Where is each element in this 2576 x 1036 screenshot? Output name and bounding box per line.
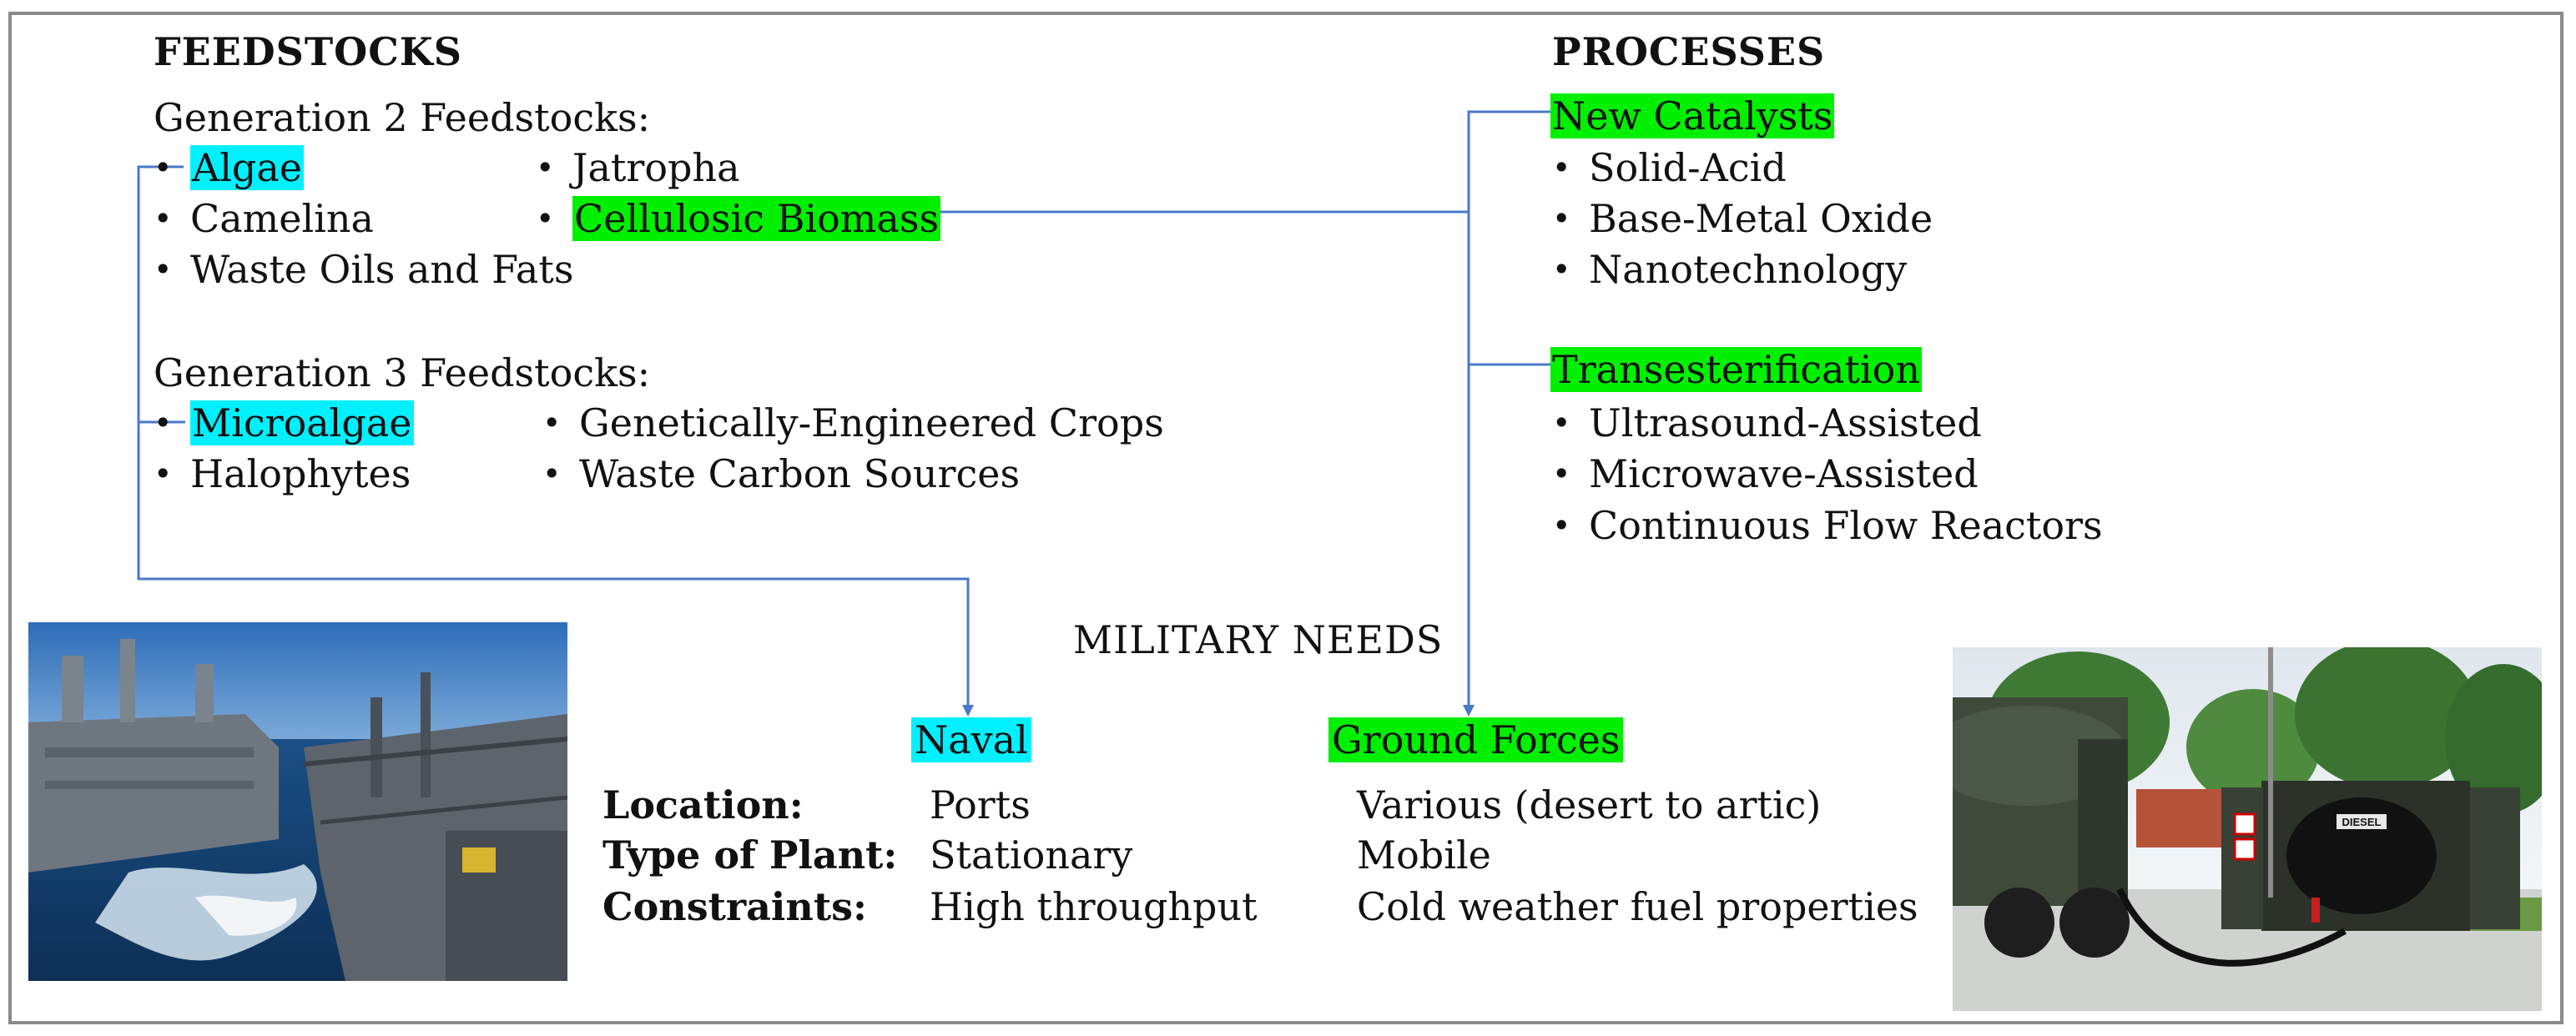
gen2-label: Generation 2 Feedstocks: [154, 95, 651, 140]
row-label-constraints: Constraints: [602, 884, 867, 929]
ground-forces-box: Ground Forces [1328, 716, 1624, 764]
ground-plant: Mobile [1357, 832, 1491, 878]
ground-constraints: Cold weather fuel properties [1357, 884, 1918, 929]
process-item: Nanotechnology [1552, 245, 1907, 294]
process-item: Continuous Flow Reactors [1552, 501, 2103, 550]
algae-label: Algae [190, 145, 305, 190]
transesterification-label: Transesterification [1550, 347, 1922, 392]
row-label-location: Location: [602, 782, 804, 827]
gen2-item: Jatropha [536, 143, 739, 192]
diesel-sign: DIESEL [2342, 816, 2382, 828]
connector-processes-ground [1463, 110, 1550, 717]
naval-box: Naval [911, 716, 1031, 764]
microalgae-label: Microalgae [190, 400, 414, 445]
process-item: Solid-Acid [1552, 143, 1787, 192]
gen3-item: Microalgae [154, 399, 414, 447]
process-item: Base-Metal Oxide [1552, 194, 1933, 243]
military-needs-heading: MILITARY NEEDS [1073, 617, 1444, 662]
row-label-plant: Type of Plant: [602, 832, 898, 878]
process-group: New Catalysts [1550, 92, 1835, 140]
gen2-item: Algae [154, 143, 305, 192]
naval-location: Ports [930, 782, 1031, 827]
gen3-item: Genetically-Engineered Crops [542, 399, 1164, 447]
ground-forces-label: Ground Forces [1328, 717, 1624, 762]
naval-ship-photo [28, 622, 567, 981]
naval-plant: Stationary [930, 832, 1133, 878]
naval-constraints: High throughput [930, 884, 1258, 929]
process-item: Ultrasound-Assisted [1552, 399, 1982, 447]
gen3-item: Waste Carbon Sources [542, 450, 1020, 498]
feedstocks-heading: FEEDSTOCKS [154, 29, 463, 74]
new-catalysts-label: New Catalysts [1550, 93, 1835, 138]
process-item: Microwave-Assisted [1552, 450, 1979, 498]
gen2-item: Waste Oils and Fats [154, 245, 573, 294]
processes-heading: PROCESSES [1552, 29, 1826, 74]
naval-label: Naval [911, 717, 1031, 762]
gen3-item: Halophytes [154, 450, 411, 498]
ground-location: Various (desert to artic) [1357, 782, 1822, 827]
gen2-item: Cellulosic Biomass [536, 194, 941, 243]
gen2-item: Camelina [154, 194, 374, 243]
fuel-tanker-photo: DIESEL [1953, 647, 2542, 1011]
process-group: Transesterification [1550, 345, 1922, 394]
gen3-label: Generation 3 Feedstocks: [154, 350, 651, 395]
cellulosic-biomass-label: Cellulosic Biomass [572, 196, 941, 241]
